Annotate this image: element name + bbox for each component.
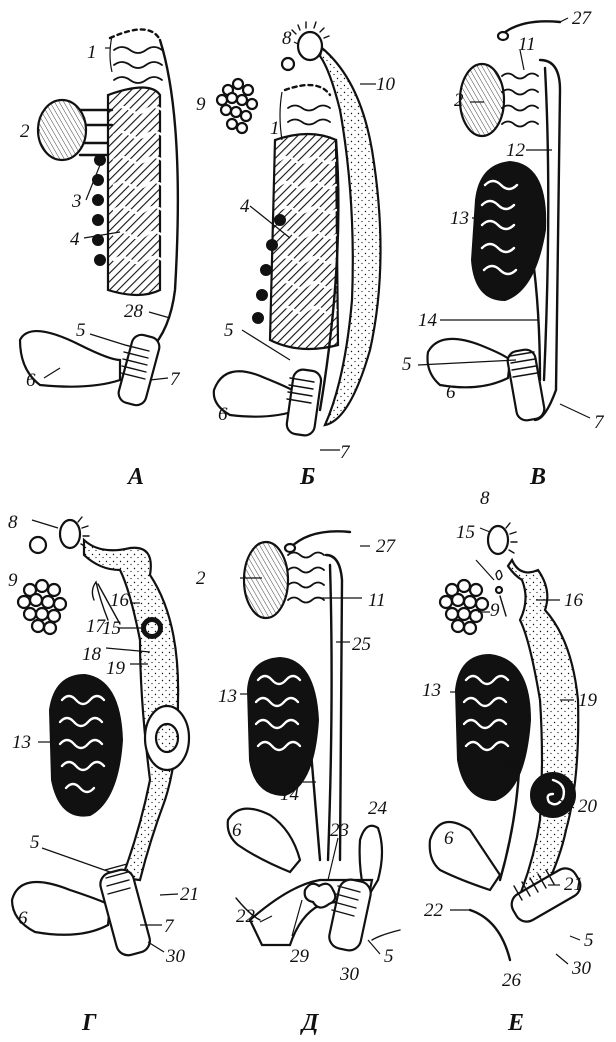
label-d-27: 27	[376, 536, 397, 557]
label-e-13: 13	[422, 680, 441, 701]
panel-label-b: Б	[299, 464, 315, 490]
label-g-7: 7	[164, 916, 175, 937]
label-g-17: 17	[86, 616, 107, 637]
label-g-13: 13	[12, 732, 31, 753]
label-d-13: 13	[218, 686, 237, 707]
label-a-28: 28	[124, 301, 144, 322]
label-e-9: 9	[490, 600, 500, 621]
panel-g: 8 9 16 15 17 18 19 13 5 6 21 7 30 Г	[8, 512, 199, 1036]
panel-d: 27 2 11 25 13 24 14 6 23 22 5 29 30 Д	[196, 531, 400, 1036]
label-d-24: 24	[368, 798, 388, 819]
label-g-9: 9	[8, 570, 18, 591]
label-g-18: 18	[82, 644, 102, 665]
label-e-20: 20	[578, 796, 598, 817]
panel-v: 27 11 2 12 13 14 5 6 7 В	[402, 8, 605, 490]
label-a-2: 2	[20, 121, 30, 142]
label-e-6: 6	[444, 828, 454, 849]
panel-label-v: В	[529, 464, 546, 490]
label-e-8: 8	[480, 488, 490, 509]
label-g-16: 16	[110, 590, 130, 611]
label-g-8: 8	[8, 512, 18, 533]
label-d-22: 22	[236, 906, 256, 927]
label-g-6: 6	[18, 908, 28, 929]
panel-b: 8 9 1 10 4 5 6 7 Б	[196, 22, 396, 490]
label-d-30: 30	[339, 964, 360, 985]
label-b-5: 5	[224, 320, 234, 341]
label-b-6: 6	[218, 404, 228, 425]
label-e-21: 21	[564, 874, 583, 895]
label-b-1: 1	[270, 118, 280, 139]
label-v-5: 5	[402, 354, 412, 375]
label-d-14: 14	[280, 784, 300, 805]
label-e-19: 19	[578, 690, 598, 711]
label-a-7: 7	[170, 369, 181, 390]
label-v-27: 27	[572, 8, 593, 29]
label-v-7: 7	[594, 412, 605, 433]
label-b-9: 9	[196, 94, 206, 115]
label-e-15: 15	[456, 522, 475, 543]
label-e-30: 30	[571, 958, 592, 979]
panel-label-d: Д	[300, 1010, 320, 1036]
label-v-11: 11	[518, 34, 536, 55]
label-a-5: 5	[76, 320, 86, 341]
label-g-19: 19	[106, 658, 126, 679]
label-v-14: 14	[418, 310, 438, 331]
label-d-29: 29	[290, 946, 310, 967]
label-v-13: 13	[450, 208, 469, 229]
label-d-23: 23	[330, 820, 349, 841]
panel-e: 8 15 16 9 13 19 14 20 6 21 22 5 30 26 Е	[422, 488, 598, 1036]
label-a-3: 3	[71, 191, 82, 212]
label-d-11: 11	[368, 590, 386, 611]
label-d-5: 5	[384, 946, 394, 967]
label-v-12: 12	[506, 140, 526, 161]
label-b-10: 10	[376, 74, 396, 95]
label-a-1: 1	[87, 42, 97, 63]
label-e-16: 16	[564, 590, 584, 611]
label-g-5: 5	[30, 832, 40, 853]
label-e-26: 26	[502, 970, 522, 991]
label-e-5: 5	[584, 930, 594, 951]
label-v-2: 2	[454, 90, 464, 111]
label-g-21: 21	[180, 884, 199, 905]
panel-label-a: А	[126, 464, 144, 490]
panel-a: 1 2 3 4 28 5 6 7 А	[20, 29, 181, 490]
label-g-30: 30	[165, 946, 186, 967]
panel-label-e: Е	[507, 1010, 524, 1036]
label-b-7: 7	[340, 442, 351, 463]
label-e-22: 22	[424, 900, 444, 921]
label-e-14: 14	[502, 754, 522, 775]
label-b-8: 8	[282, 28, 292, 49]
label-d-6: 6	[232, 820, 242, 841]
panel-label-g: Г	[81, 1010, 97, 1036]
label-d-25: 25	[352, 634, 371, 655]
label-v-6: 6	[446, 382, 456, 403]
label-d-2: 2	[196, 568, 206, 589]
label-a-4: 4	[70, 229, 80, 250]
label-b-4: 4	[240, 196, 250, 217]
label-a-6: 6	[26, 370, 36, 391]
